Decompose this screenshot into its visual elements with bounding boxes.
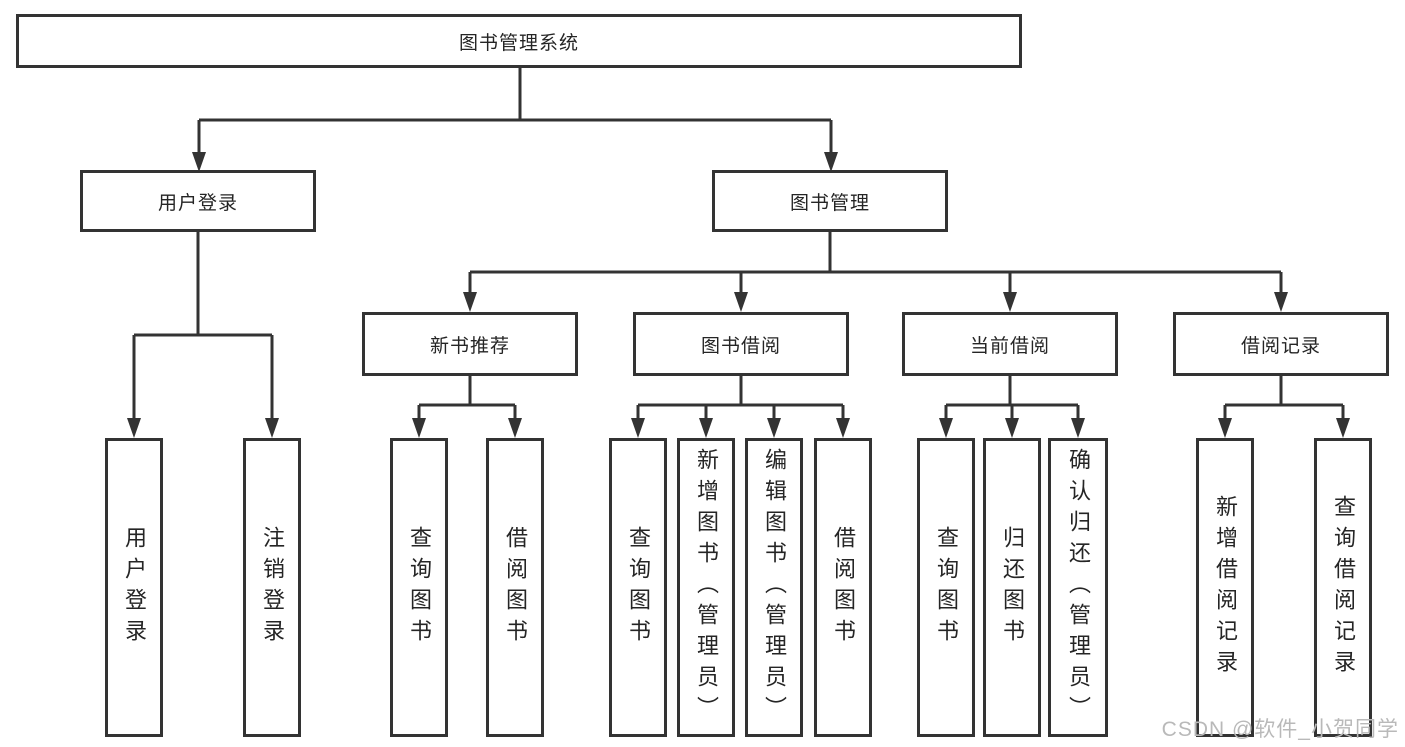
- node-root-library-system: 图书管理系统: [16, 14, 1022, 68]
- leaf-add-borrow-record: 新增借阅记录: [1196, 438, 1254, 737]
- node-label: 图书管理: [789, 192, 870, 214]
- leaf-query-books-current: 查询图书: [917, 438, 975, 737]
- leaf-query-borrow-record: 查询借阅记录: [1314, 438, 1372, 737]
- leaf-logout: 注销登录: [243, 438, 301, 737]
- arrowhead-down-icon: [508, 418, 522, 438]
- leaf-user-login: 用户登录: [105, 438, 163, 737]
- arrowhead-down-icon: [631, 418, 645, 438]
- arrowhead-down-icon: [836, 418, 850, 438]
- node-label: 用户登录: [157, 192, 238, 214]
- arrowhead-down-icon: [1336, 418, 1350, 438]
- node-user-login: 用户登录: [80, 170, 316, 232]
- arrowhead-down-icon: [1218, 418, 1232, 438]
- node-label: 注销登录: [260, 525, 285, 650]
- arrowhead-down-icon: [767, 418, 781, 438]
- arrowhead-down-icon: [192, 152, 206, 172]
- node-book-management: 图书管理: [712, 170, 948, 232]
- leaf-confirm-return-admin: 确认归还（管理员）: [1048, 438, 1108, 737]
- arrowhead-down-icon: [1003, 292, 1017, 312]
- arrowhead-down-icon: [1274, 292, 1288, 312]
- arrowhead-down-icon: [265, 418, 279, 438]
- node-label: 图书管理系统: [458, 32, 579, 54]
- node-label: 查询借阅记录: [1331, 494, 1356, 681]
- node-label: 归还图书: [1000, 525, 1025, 650]
- node-label: 查询图书: [407, 525, 432, 650]
- node-label: 新书推荐: [429, 335, 510, 357]
- node-current-borrow: 当前借阅: [902, 312, 1118, 376]
- node-label: 借阅图书: [831, 525, 856, 650]
- csdn-watermark: CSDN @软件_小贺同学: [1161, 718, 1399, 741]
- node-label: 查询图书: [626, 525, 651, 650]
- leaf-edit-books-admin: 编辑图书（管理员）: [745, 438, 803, 737]
- node-label: 编辑图书（管理员）: [762, 448, 787, 727]
- leaf-query-books-borrow: 查询图书: [609, 438, 667, 737]
- node-label: 新增图书（管理员）: [694, 448, 719, 727]
- node-label: 借阅记录: [1240, 335, 1321, 357]
- node-label: 借阅图书: [503, 525, 528, 650]
- node-new-book-recommend: 新书推荐: [362, 312, 578, 376]
- leaf-borrow-books: 借阅图书: [814, 438, 872, 737]
- node-label: 新增借阅记录: [1213, 494, 1238, 681]
- arrowhead-down-icon: [824, 152, 838, 172]
- node-borrow-records: 借阅记录: [1173, 312, 1389, 376]
- arrowhead-down-icon: [939, 418, 953, 438]
- arrowhead-down-icon: [1071, 418, 1085, 438]
- node-book-borrow: 图书借阅: [633, 312, 849, 376]
- node-label: 当前借阅: [969, 335, 1050, 357]
- arrowhead-down-icon: [1005, 418, 1019, 438]
- arrowhead-down-icon: [734, 292, 748, 312]
- leaf-query-books-recommend: 查询图书: [390, 438, 448, 737]
- arrowhead-down-icon: [463, 292, 477, 312]
- arrowhead-down-icon: [412, 418, 426, 438]
- leaf-add-books-admin: 新增图书（管理员）: [677, 438, 735, 737]
- node-label: 图书借阅: [700, 335, 781, 357]
- leaf-return-books: 归还图书: [983, 438, 1041, 737]
- arrowhead-down-icon: [127, 418, 141, 438]
- node-label: 用户登录: [122, 525, 147, 650]
- connector-path: [132, 68, 1345, 422]
- node-label: 确认归还（管理员）: [1066, 448, 1091, 727]
- arrowhead-down-icon: [699, 418, 713, 438]
- node-label: 查询图书: [934, 525, 959, 650]
- leaf-borrow-books-recommend: 借阅图书: [486, 438, 544, 737]
